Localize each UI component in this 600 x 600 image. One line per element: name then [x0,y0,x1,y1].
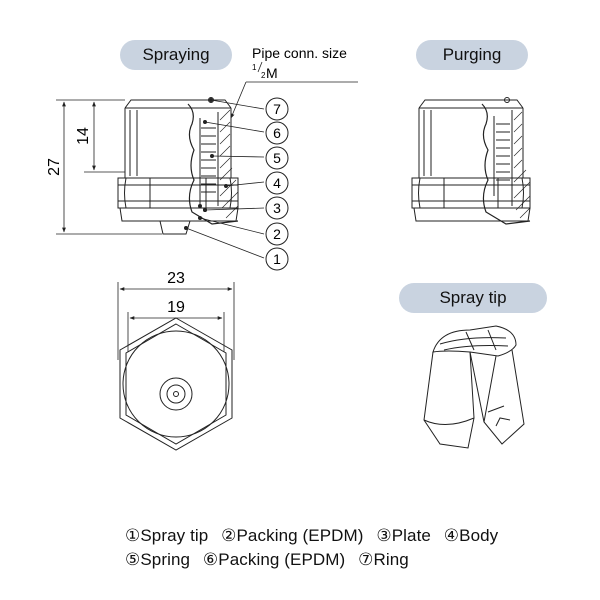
vertical-dimensions [56,99,162,235]
spray-tip-drawing [423,325,525,449]
legend-row-1: ①Spray tip ②Packing (EPDM) ③Plate ④Body [125,526,506,546]
pipe-size-unit: M [266,65,278,81]
purging-label: Purging [416,40,528,70]
spray-tip-label: Spray tip [399,283,547,313]
dim-across-corners: 23 [167,270,185,287]
legend-item: ②Packing (EPDM) [221,526,364,545]
legend-item: ⑤Spring [125,550,191,569]
legend-item: ④Body [443,526,499,545]
dim-upper-height: 14 [75,127,92,145]
hex-top-view [119,317,233,451]
callout-6-number: 6 [273,125,281,141]
callouts: 7 6 5 4 3 2 1 [265,97,289,271]
callout-6: 6 [265,121,289,145]
callout-4-number: 4 [273,175,281,191]
callout-2-number: 2 [273,226,281,242]
purging-nozzle [411,97,531,225]
pipe-size-denominator: 2 [261,71,266,80]
horizontal-dimensions [117,282,235,360]
legend-row-2: ⑤Spring ⑥Packing (EPDM) ⑦Ring [125,550,417,570]
callout-1: 1 [265,247,289,271]
callout-4: 4 [265,171,289,195]
callout-5-number: 5 [273,150,281,166]
pipe-size-numerator: 1 [252,63,257,72]
pipe-conn-label: Pipe conn. size [252,45,347,61]
spraying-label: Spraying [120,40,232,70]
callout-3: 3 [265,196,289,220]
legend-item: ⑥Packing (EPDM) [202,550,346,569]
dim-across-flats: 19 [167,299,185,316]
callout-5: 5 [265,146,289,170]
callout-7: 7 [265,97,289,121]
legend-item: ⑦Ring [358,550,409,569]
callout-7-number: 7 [273,101,281,117]
callout-3-number: 3 [273,200,281,216]
legend-item: ③Plate [376,526,431,545]
callout-1-number: 1 [273,251,281,267]
dim-overall-height: 27 [46,158,63,176]
legend-item: ①Spray tip [125,526,209,545]
callout-2: 2 [265,222,289,246]
spraying-nozzle [117,97,239,235]
